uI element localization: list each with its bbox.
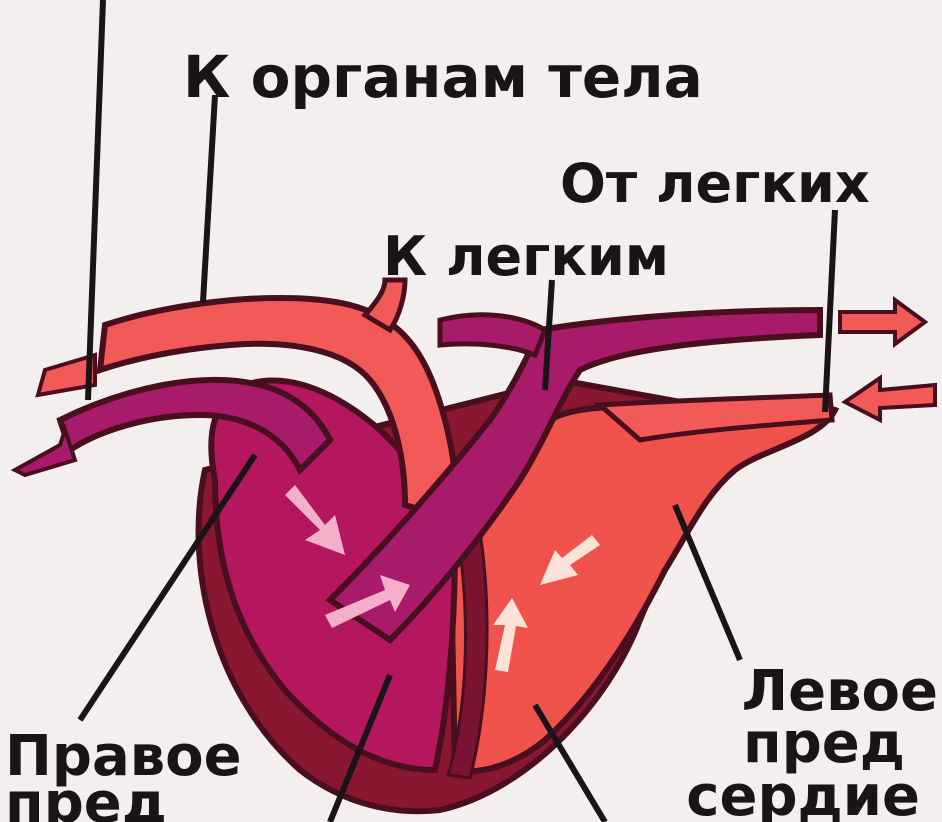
label-to-body: К органам тела: [183, 43, 703, 111]
label-from-lungs: От легких: [560, 152, 870, 215]
label-left-atrium-line3: сердие: [686, 764, 920, 822]
label-to-lungs: К легким: [383, 225, 669, 288]
label-right-atrium-line2: пред: [5, 771, 167, 822]
